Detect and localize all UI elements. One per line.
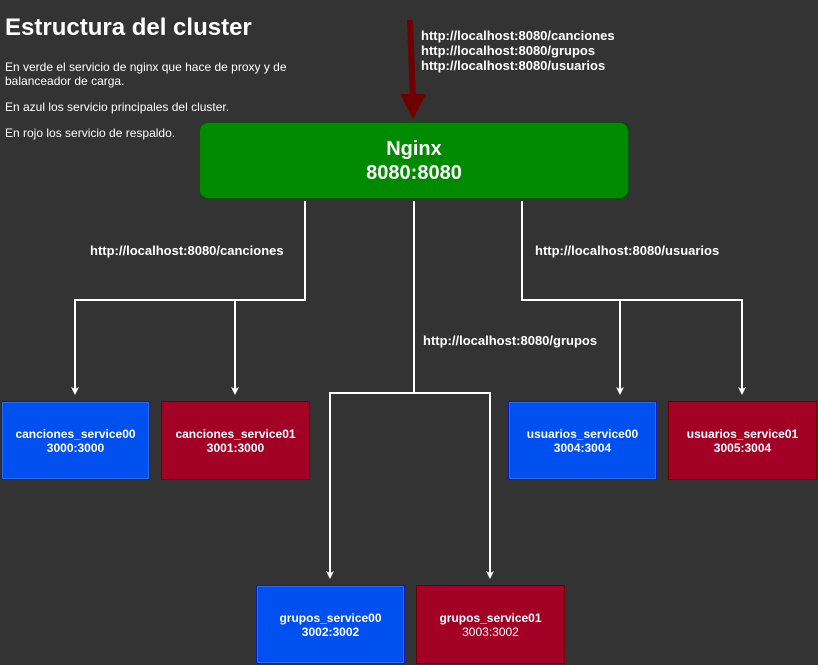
- route-label-usuarios: http://localhost:8080/usuarios: [535, 243, 720, 258]
- description-respaldo: En rojo los servicio de respaldo.: [5, 126, 176, 140]
- diagram-title: Estructura del cluster: [5, 14, 252, 41]
- entry-url-usuarios: http://localhost:8080/usuarios: [421, 58, 606, 73]
- service-ports: 3005:3004: [713, 440, 772, 455]
- description-nginx: En verde el servicio de nginx que hace d…: [5, 60, 287, 88]
- service-ports: 3001:3000: [206, 440, 265, 455]
- service-ports: 3002:3002: [301, 624, 360, 639]
- service-name: grupos_service00: [279, 610, 382, 625]
- nginx-name: Nginx: [386, 137, 442, 160]
- service-ports: 3003:3002: [462, 624, 519, 639]
- service-name: grupos_service01: [439, 610, 542, 625]
- entry-arrow: [400, 19, 426, 119]
- nginx-node: Nginx 8080:8080: [199, 122, 629, 199]
- service-name: canciones_service01: [175, 426, 296, 441]
- service-name: canciones_service00: [15, 426, 136, 441]
- entry-url-canciones: http://localhost:8080/canciones: [421, 28, 615, 43]
- service-name: usuarios_service01: [686, 426, 799, 441]
- connector-usuarios: [521, 201, 746, 395]
- service-node-grupos-00: grupos_service00 3002:3002: [256, 585, 405, 664]
- route-label-grupos: http://localhost:8080/grupos: [423, 333, 598, 348]
- entry-url-grupos: http://localhost:8080/grupos: [421, 43, 596, 58]
- description-principal: En azul los servicio principales del clu…: [5, 100, 230, 114]
- service-node-canciones-00: canciones_service00 3000:3000: [1, 401, 150, 480]
- route-label-canciones: http://localhost:8080/canciones: [90, 243, 284, 258]
- service-node-usuarios-00: usuarios_service00 3004:3004: [508, 401, 657, 480]
- service-node-usuarios-01: usuarios_service01 3005:3004: [668, 401, 817, 480]
- service-ports: 3000:3000: [46, 440, 105, 455]
- service-node-grupos-01: grupos_service01 3003:3002: [416, 585, 565, 664]
- service-ports: 3004:3004: [553, 440, 612, 455]
- nginx-ports: 8080:8080: [366, 161, 462, 184]
- entry-url-list: http://localhost:8080/canciones http://l…: [421, 28, 615, 73]
- service-node-canciones-01: canciones_service01 3001:3000: [161, 401, 310, 480]
- connector-canciones: [71, 201, 306, 395]
- connector-grupos: [326, 201, 494, 579]
- service-name: usuarios_service00: [526, 426, 639, 441]
